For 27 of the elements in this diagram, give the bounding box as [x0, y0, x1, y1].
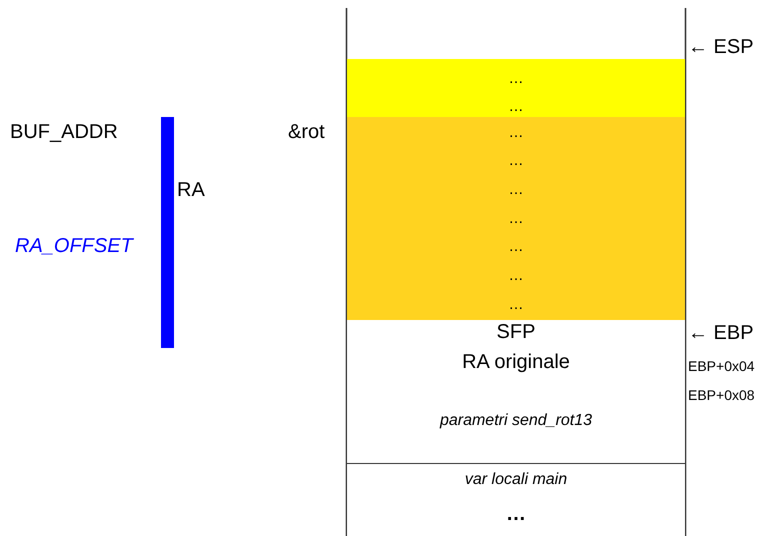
ellipsis: … — [508, 268, 524, 283]
slot-label: RA originale — [461, 352, 571, 372]
ellipsis: … — [508, 211, 524, 226]
ellipsis: … — [508, 125, 524, 140]
vertical-bar — [161, 117, 174, 348]
slot-label: var locali main — [464, 472, 568, 488]
ellipsis: … — [508, 297, 524, 312]
ellipsis: … — [508, 239, 524, 254]
address-label: BUF_ADDR — [10, 122, 118, 142]
offset-label: EBP+0x04 — [688, 359, 755, 373]
stack-band — [347, 117, 685, 320]
ellipsis: … — [505, 504, 527, 524]
ellipsis: … — [508, 71, 524, 86]
stack-region — [347, 463, 685, 536]
slot-label: parametri send_rot13 — [438, 413, 594, 429]
pointer-label: ← ESP — [688, 37, 754, 57]
ellipsis: … — [508, 182, 524, 197]
offset-label: EBP+0x08 — [688, 388, 755, 402]
address-label: &rot — [288, 122, 325, 142]
stack-region — [347, 320, 685, 463]
ellipsis: … — [508, 153, 524, 168]
slot-label: SFP — [496, 322, 536, 342]
pointer-label: ← EBP — [688, 323, 754, 343]
ellipsis: … — [508, 99, 524, 114]
offset-label: RA_OFFSET — [15, 236, 133, 256]
stack-band — [347, 59, 685, 117]
bar-label: RA — [177, 180, 205, 200]
